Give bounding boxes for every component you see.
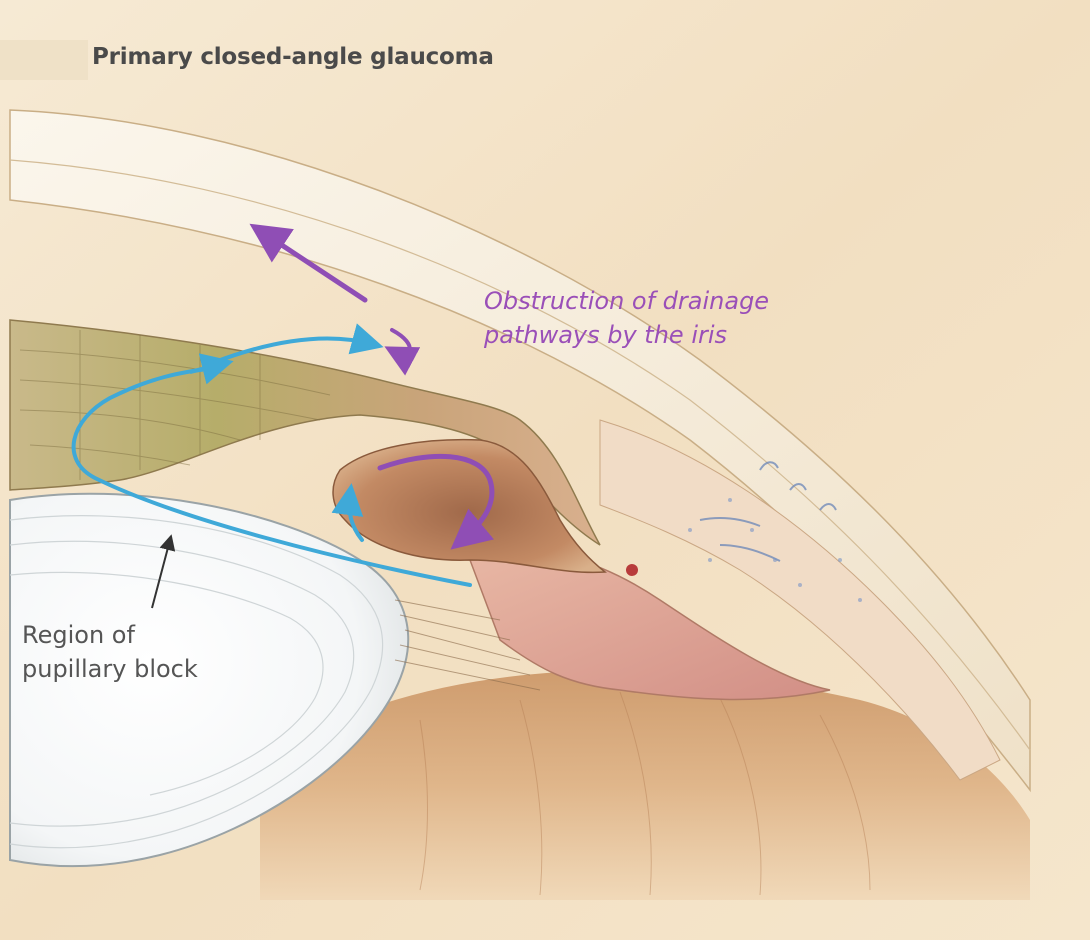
title-patch <box>0 40 88 80</box>
pupillary-block-label: Region of pupillary block <box>22 618 198 686</box>
figure-title: Primary closed-angle glaucoma <box>92 44 494 70</box>
ciliary-vessel <box>626 564 638 576</box>
obstruction-label-line-1: Obstruction of drainage <box>484 284 769 318</box>
obstruction-label-line-2: pathways by the iris <box>484 318 769 352</box>
pupillary-block-label-line-1: Region of <box>22 618 198 652</box>
obstruction-label: Obstruction of drainage pathways by the … <box>484 284 769 352</box>
pupillary-block-label-line-2: pupillary block <box>22 652 198 686</box>
